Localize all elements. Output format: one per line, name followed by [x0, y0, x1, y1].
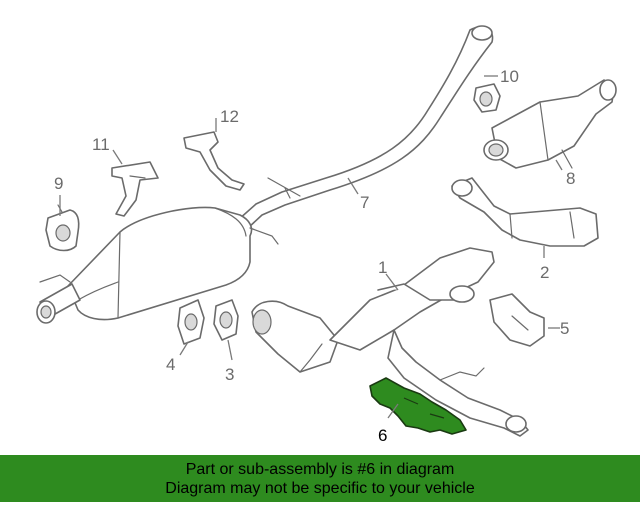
callout-4: 4 — [166, 355, 175, 374]
part-2-converter[interactable] — [451, 177, 599, 258]
callout-3: 3 — [225, 365, 234, 384]
part-10-clamp[interactable] — [473, 75, 501, 113]
exhaust-system-diagram: 1 2 3 4 5 6 7 8 9 10 11 12 — [36, 25, 617, 445]
muffler-assembly[interactable] — [36, 206, 279, 324]
part-9-insulator[interactable] — [45, 195, 80, 252]
part-6-heat-shield[interactable] — [369, 377, 467, 435]
part-7-intermediate-pipe[interactable] — [237, 25, 494, 229]
callout-9: 9 — [54, 174, 63, 193]
part-1-front-pipe[interactable] — [251, 247, 529, 437]
part-12-hanger[interactable] — [183, 118, 245, 191]
callout-5: 5 — [560, 319, 569, 338]
banner-line-2: Diagram may not be specific to your vehi… — [165, 479, 475, 497]
callout-6: 6 — [378, 426, 387, 445]
callout-11: 11 — [92, 135, 110, 154]
callout-7: 7 — [360, 193, 369, 212]
callout-12: 12 — [220, 107, 239, 126]
callout-1: 1 — [378, 258, 387, 277]
part-11-bracket[interactable] — [111, 149, 159, 217]
part-5-bracket[interactable] — [489, 293, 560, 347]
banner-line-1: Part or sub-assembly is #6 in diagram — [185, 460, 455, 478]
part-8-converter[interactable] — [483, 79, 617, 169]
callout-2: 2 — [540, 263, 549, 282]
callout-10: 10 — [500, 67, 519, 86]
part-4-gasket[interactable] — [177, 299, 205, 356]
part-3-gasket[interactable] — [213, 299, 239, 361]
callout-8: 8 — [566, 169, 575, 188]
info-banner: Part or sub-assembly is #6 in diagram Di… — [0, 455, 640, 502]
